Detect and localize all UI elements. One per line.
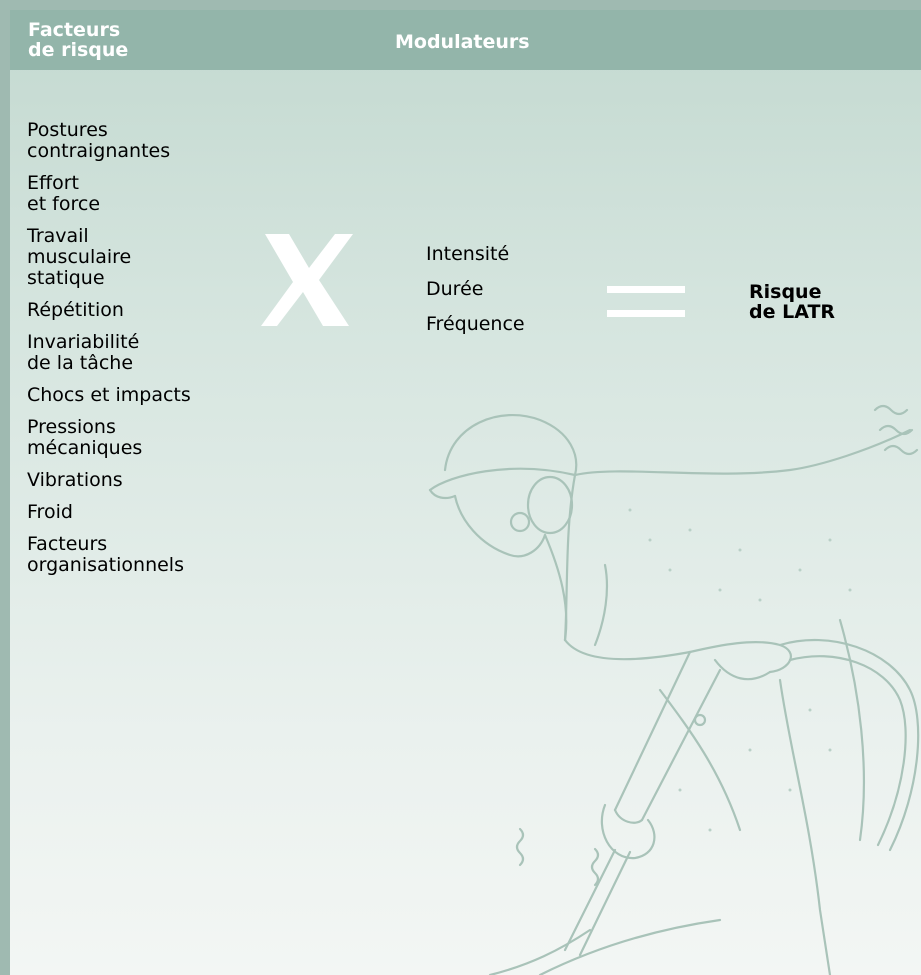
result-label: Risque de LATR [749, 282, 835, 322]
risk-factor-item: Invariabilité de la tâche [27, 332, 287, 374]
risk-factor-item: Chocs et impacts [27, 385, 287, 406]
modulator-list: Intensité Durée Fréquence [426, 243, 525, 348]
multiply-icon [257, 230, 357, 330]
risk-factor-item: Froid [27, 502, 287, 523]
equals-icon [607, 283, 687, 323]
risk-factor-item: Effort et force [27, 173, 287, 215]
diagram-panel: Facteurs de risque Modulateurs [10, 10, 921, 975]
risk-factor-item: Vibrations [27, 470, 287, 491]
modulator-item: Fréquence [426, 313, 525, 335]
risk-factor-item: Travail musculaire statique [27, 226, 287, 289]
worker-illustration [390, 390, 921, 975]
risk-factor-item: Postures contraignantes [27, 120, 287, 162]
risk-factor-item: Facteurs organisationnels [27, 534, 287, 576]
modulator-item: Durée [426, 278, 525, 300]
header-bar: Facteurs de risque Modulateurs [10, 10, 921, 70]
factors-heading: Facteurs de risque [28, 20, 208, 60]
risk-factor-item: Pressions mécaniques [27, 417, 287, 459]
modulators-heading: Modulateurs [395, 32, 530, 52]
risk-factor-list: Postures contraignantes Effort et force … [27, 120, 287, 587]
modulator-item: Intensité [426, 243, 525, 265]
risk-factor-item: Répétition [27, 300, 287, 321]
